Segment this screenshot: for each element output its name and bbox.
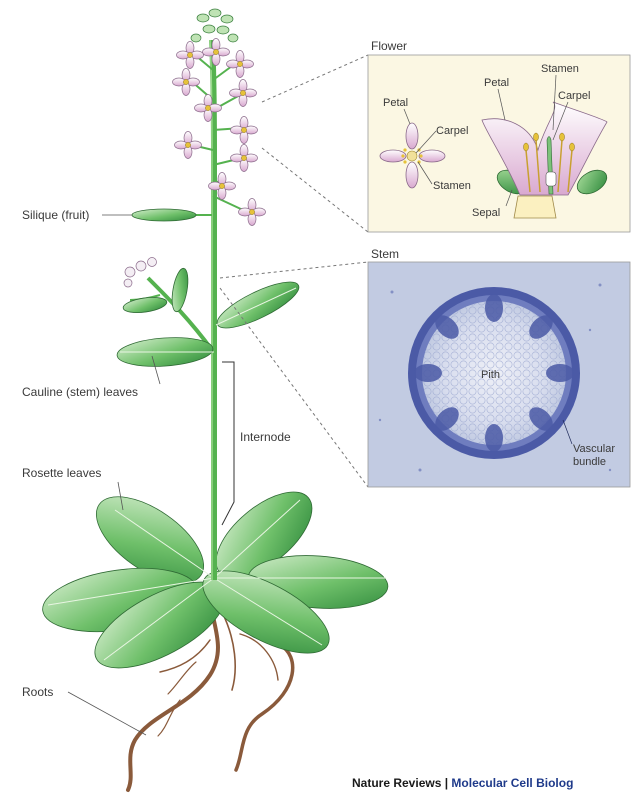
silique bbox=[132, 209, 212, 221]
vascular-label-2: bundle bbox=[573, 456, 606, 468]
main-stem bbox=[210, 40, 214, 580]
stem-panel-title: Stem bbox=[371, 247, 399, 261]
flower-panel: Petal Carpel Stamen Petal bbox=[368, 55, 630, 232]
flower-panel-title: Flower bbox=[371, 39, 407, 53]
silique-label: Silique (fruit) bbox=[22, 208, 89, 222]
rosette-label: Rosette leaves bbox=[22, 466, 101, 480]
flower-buds bbox=[191, 9, 238, 42]
open-flower bbox=[195, 95, 222, 122]
open-flower bbox=[227, 51, 254, 78]
cauline-leaf bbox=[169, 267, 190, 313]
internode-label: Internode bbox=[240, 430, 291, 444]
side-carpel-label: Carpel bbox=[558, 90, 590, 102]
cauline-leaf bbox=[212, 274, 304, 337]
inflorescence bbox=[173, 9, 266, 226]
open-flower bbox=[231, 145, 258, 172]
open-flower bbox=[203, 39, 230, 66]
cauline-leaves bbox=[116, 274, 304, 370]
credit-separator: | bbox=[441, 776, 451, 790]
top-petal-label: Petal bbox=[383, 97, 408, 109]
cauline-label: Cauline (stem) leaves bbox=[22, 385, 138, 399]
internode-bracket bbox=[222, 362, 234, 525]
open-flower bbox=[177, 42, 204, 69]
open-flower bbox=[173, 69, 200, 96]
roots-label: Roots bbox=[22, 685, 53, 699]
side-branch bbox=[122, 258, 212, 351]
top-stamen-label: Stamen bbox=[433, 180, 471, 192]
cauline-leaf bbox=[122, 295, 168, 315]
open-flower bbox=[231, 117, 258, 144]
open-flower bbox=[230, 80, 257, 107]
credit-line: Nature Reviews | Molecular Cell Biolog bbox=[352, 776, 573, 790]
vascular-label-1: Vascular bbox=[573, 443, 615, 455]
journal-name: Molecular Cell Biolog bbox=[451, 776, 573, 790]
publisher-name: Nature Reviews bbox=[352, 776, 441, 790]
open-flowers bbox=[173, 39, 266, 226]
side-petal-label: Petal bbox=[484, 77, 509, 89]
pith-label: Pith bbox=[481, 369, 500, 381]
side-stamen-label: Stamen bbox=[541, 63, 579, 75]
open-flower bbox=[239, 199, 266, 226]
stem-section-panel: Pith Vascular bundle bbox=[368, 262, 630, 487]
open-flower bbox=[175, 132, 202, 159]
side-sepal-label: Sepal bbox=[472, 207, 500, 219]
top-carpel-label: Carpel bbox=[436, 125, 468, 137]
